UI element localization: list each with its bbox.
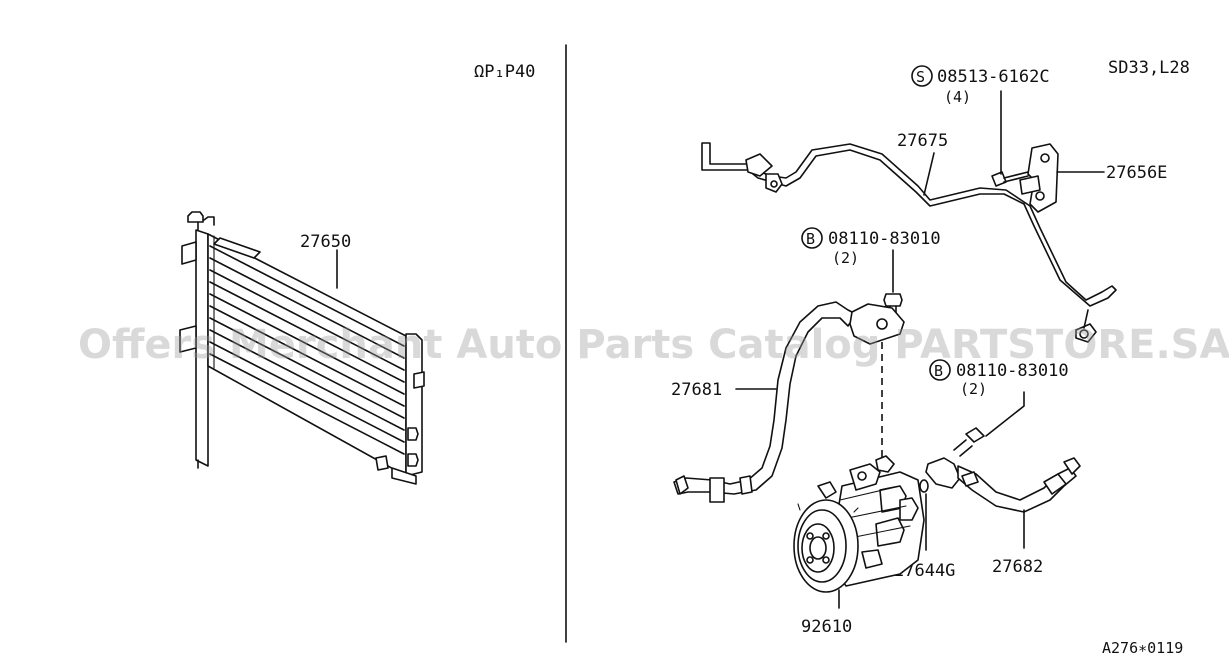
bolt-b-qty: (2) [960,380,987,398]
bolt-a-code: 08110-83010 [828,229,941,249]
bolt-a-symbol: B [806,230,815,248]
hose-flexible-drawing [673,301,905,503]
bolt-b-drawing [953,427,985,457]
header-left-code: ΩP₁P40 [474,62,535,82]
bolt-b-symbol-circle [929,359,951,381]
label-27682: 27682 [992,557,1043,577]
label-27650: 27650 [300,232,351,252]
screw-symbol: S [916,68,925,86]
leader-pipe-high [923,152,935,196]
label-27675: 27675 [897,131,948,151]
hose-suction-drawing [925,457,1081,513]
header-right-code: SD33,L28 [1108,58,1190,78]
leader-bolt-b [985,391,1025,437]
o-ring-drawing [919,479,929,493]
bolt-a-symbol-circle [801,227,823,249]
compressor-drawing [793,455,925,593]
screw-code: 08513-6162C [937,67,1050,87]
label-27681: 27681 [671,380,722,400]
bracket-drawing [991,143,1059,213]
footer-code: A276∗0119 [1102,639,1183,657]
label-27656E: 27656E [1106,163,1167,183]
condenser-drawing [179,211,425,485]
screw-qty: (4) [944,88,971,106]
bolt-b-symbol: B [934,362,943,380]
bolt-b-code: 08110-83010 [956,361,1069,381]
watermark: Offers Merchant Auto Parts Catalog PARTS… [78,322,1229,368]
pipe-high-drawing [701,142,1117,343]
bolt-a-qty: (2) [832,249,859,267]
screw-symbol-circle [911,65,933,87]
label-92610: 92610 [801,617,852,637]
